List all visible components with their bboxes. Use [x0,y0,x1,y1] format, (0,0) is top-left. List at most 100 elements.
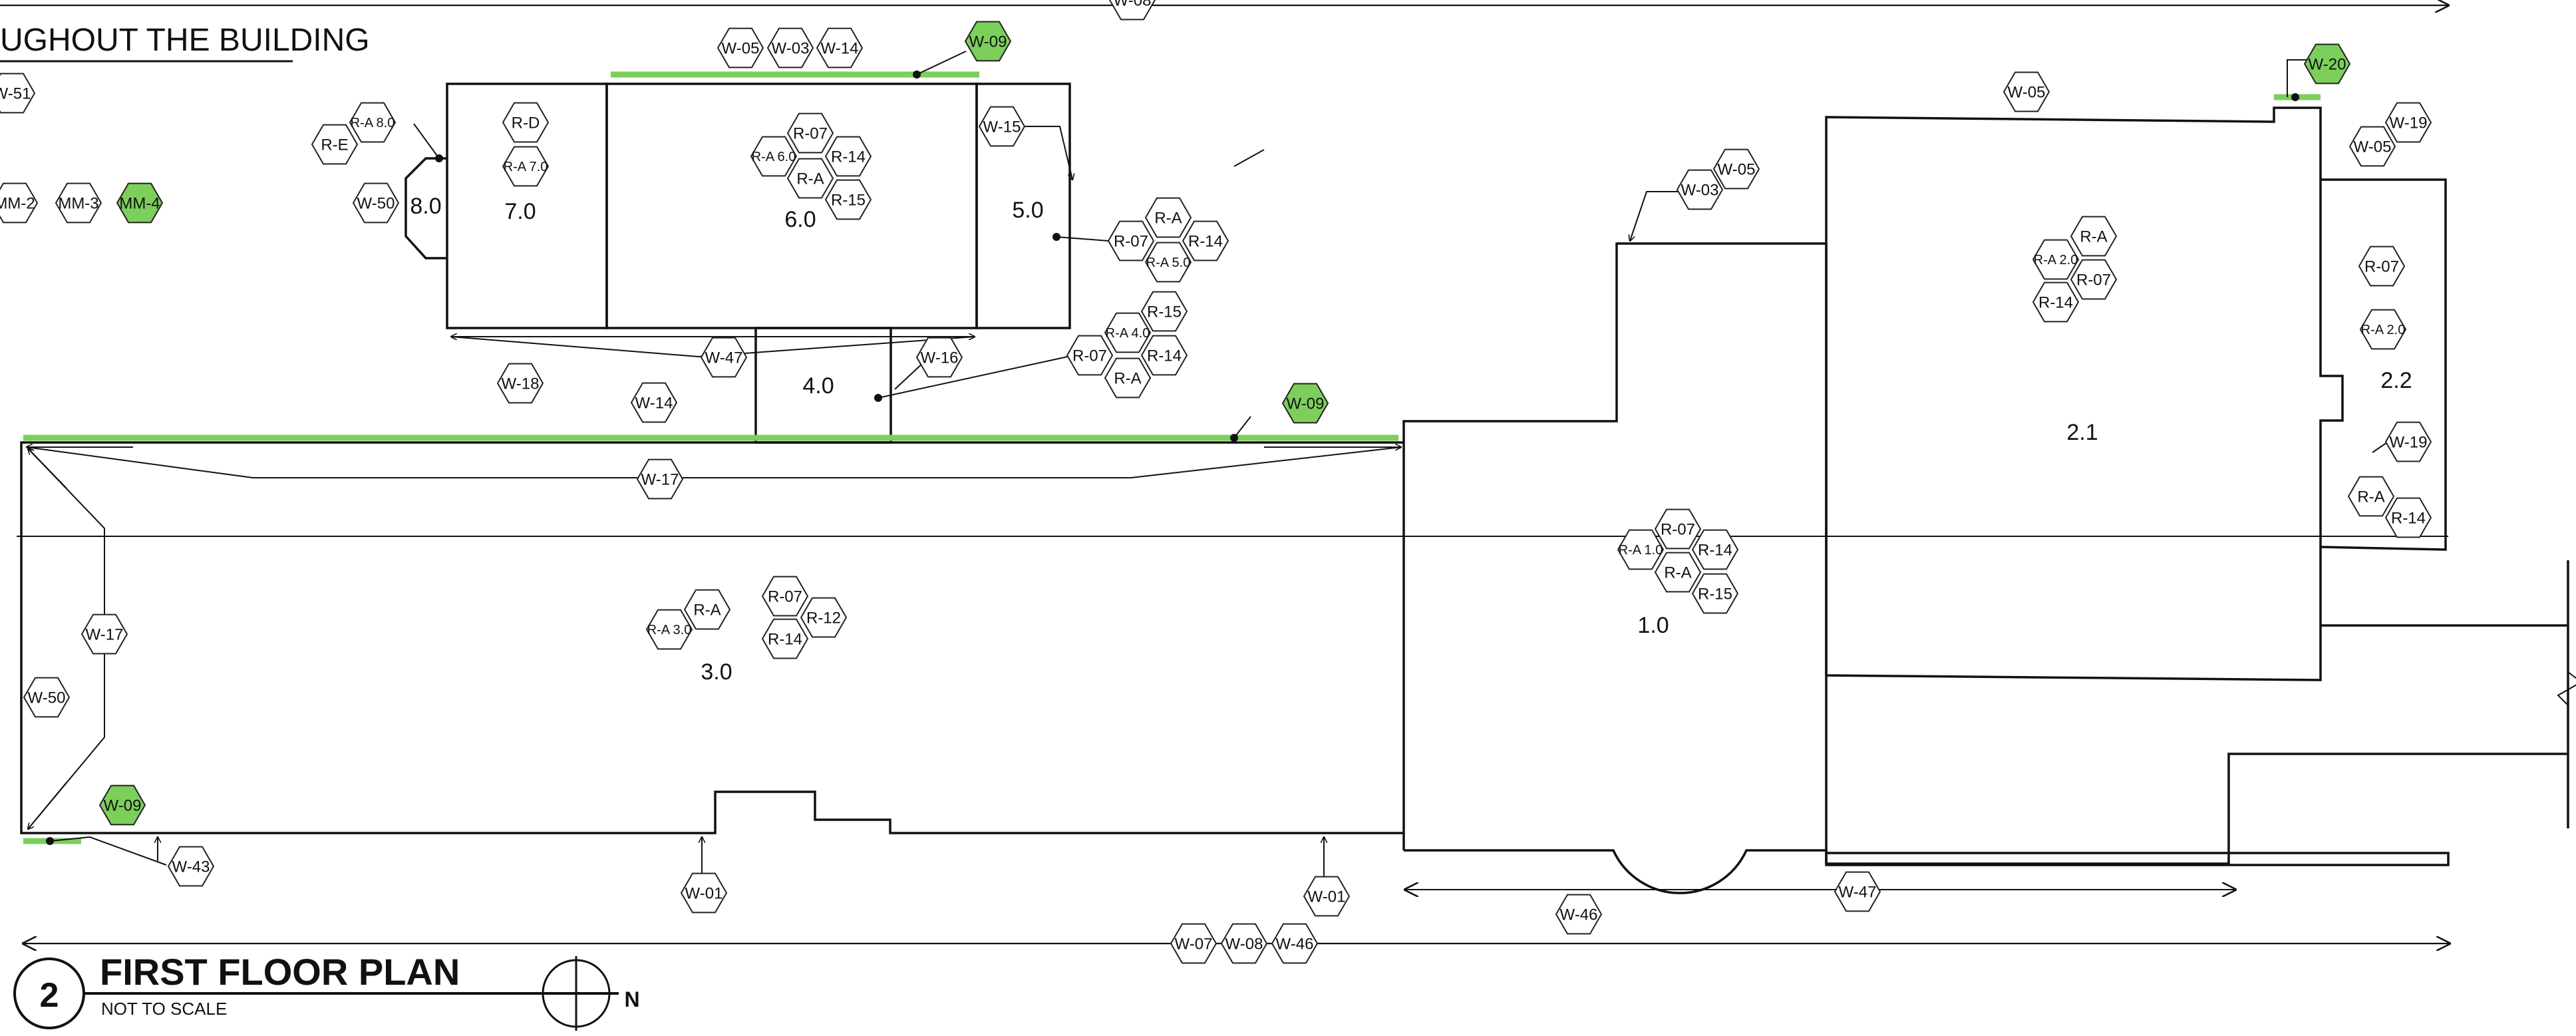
hex-tag: W-46 [1271,923,1319,964]
hex-tag-shape [816,27,864,69]
hex-tag-label: MM-3 [58,195,98,213]
hex-tag: R-A 3.0 [645,609,693,650]
hex-tag-label: R-14 [1147,347,1182,365]
hex-tag: R-A [1654,552,1702,593]
hex-tag-shape [2003,71,2050,112]
hex-tag-label: R-A [693,602,721,619]
hex-tag-label: W-03 [772,40,810,58]
hex-tag-shape [1654,552,1702,593]
hex-tag-label: R-D [512,114,540,132]
hex-tag-label: R-07 [1072,347,1107,365]
hex-tag-label: W-05 [2008,84,2046,102]
hex-tag: R-14 [761,618,809,659]
hex-tag-label: R-07 [793,125,828,143]
hex-tag-shape [1281,383,1329,424]
hex-tag-shape [1654,508,1702,550]
hex-tag: W-09 [98,784,146,826]
hex-tag: R-A 6.0 [750,136,798,177]
hex-tag-shape [964,21,1012,62]
hex-tag-label: R-07 [1114,233,1148,251]
hex-tag-shape [2359,309,2407,350]
hex-tag-label: W-50 [28,689,66,707]
hex-tag: W-47 [1834,871,1881,912]
hex-tag-shape [1108,0,1156,21]
hex-tag-shape [761,618,809,659]
hex-tag: W-01 [1303,876,1351,917]
hex-tag-shape [750,136,798,177]
hex-tag: R-D [502,102,550,143]
hex-tag: W-14 [630,382,678,423]
hex-tag: R-07 [2358,246,2406,287]
hex-tag-label: W-50 [357,195,395,213]
hex-tag-label: R-14 [768,631,802,649]
room-label: 8.0 [410,194,441,219]
hex-tag-shape [700,337,748,378]
hex-tag: R-14 [1140,335,1188,376]
hex-tag-shape [717,27,764,69]
hex-tag-shape [1691,529,1739,570]
room-8-outline [404,157,447,259]
hex-tag-label: R-A [1154,210,1182,228]
hex-tag-label: W-14 [821,40,859,58]
hex-tag-shape [2032,281,2080,323]
hex-tag-label: W-18 [502,375,540,393]
hex-tag: R-07 [786,112,834,154]
hex-tag-label: R-15 [1147,303,1182,321]
hex-tag-shape [824,179,872,220]
hex-tag: R-A [786,158,834,199]
hex-tag-label: R-14 [1698,542,1732,560]
hex-tag-label: W-03 [1681,182,1719,200]
header-text: UGHOUT THE BUILDING [0,23,370,58]
hex-tag-shape [2384,497,2432,538]
hex-tag-label: R-15 [831,192,866,210]
hex-tag-shape [683,589,731,630]
hex-tag: R-07 [1654,508,1702,550]
north-label: N [624,987,639,1011]
hex-tag-shape [349,102,397,143]
hex-tag-shape [2384,421,2432,462]
break-line [2557,671,2576,706]
hex-tag-label: W-47 [705,349,743,367]
hex-tag-shape [311,124,359,165]
hex-tag: MM-4 [116,182,164,224]
hex-tag-shape [1220,923,1268,964]
hex-tag-label: W-47 [1839,884,1877,902]
hex-tag: W-19 [2384,102,2432,143]
hex-tag-shape [645,609,693,650]
hex-tag-label: W-43 [172,858,210,876]
hex-tag-shape [978,106,1026,147]
hex-tag: W-01 [680,872,728,914]
title-block: 2 FIRST FLOOR PLAN NOT TO SCALE N [13,951,640,1031]
room-1-outline [1402,242,2450,866]
hex-tag: W-09 [964,21,1012,62]
hex-tag: R-A 2.0 [2359,309,2407,350]
room-label: 6.0 [784,207,816,232]
hex-tag-shape [1834,871,1881,912]
hex-tag-shape [1140,335,1188,376]
hex-tag-label: W-19 [2390,434,2428,452]
hex-tag-label: W-09 [969,33,1007,51]
hex-tag: W-05 [1712,148,1760,190]
room-label: 7.0 [504,199,536,224]
hex-tag: W-03 [1676,169,1724,210]
hex-tag: W-19 [2384,421,2432,462]
hex-tag: R-A 2.0 [2032,239,2080,280]
hex-tag-label: R-A 4.0 [1106,326,1150,341]
hex-tag-shape [2032,239,2080,280]
hex-tag-shape [1182,220,1229,261]
hex-tag-shape [1170,923,1217,964]
hex-tag-label: R-A 7.0 [504,160,548,174]
hex-tag-label: W-15 [983,118,1021,136]
room-label: 4.0 [802,373,834,399]
hex-tag-label: W-17 [86,626,124,644]
room-2-1-outline [1825,106,2344,681]
hex-tag-shape [55,182,102,224]
hex-tag-shape [23,677,71,718]
leader-lines [49,51,2388,878]
hex-tag-label: W-05 [1718,161,1756,179]
hex-tag-shape [80,613,128,655]
hex-tag: W-18 [496,363,544,404]
hex-tag-label: R-A 3.0 [647,623,692,637]
